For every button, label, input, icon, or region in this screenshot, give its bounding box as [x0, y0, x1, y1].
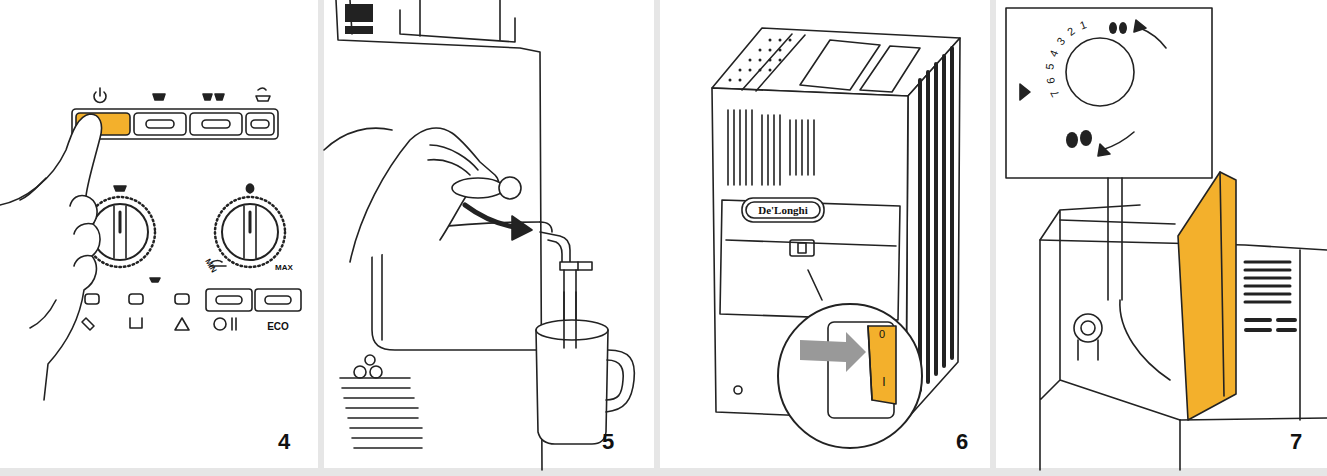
callout-number: 4: [278, 431, 290, 453]
switch-mark: I: [882, 376, 885, 388]
button-label: ECO: [267, 322, 289, 332]
callout-number: 6: [956, 431, 968, 453]
dial-label: MAX: [275, 264, 293, 272]
brand-logo: De'Longhi: [758, 205, 808, 216]
callout-number: 5: [602, 431, 614, 453]
switch-mark: 0: [879, 329, 885, 340]
callout-number: 7: [1290, 431, 1302, 453]
